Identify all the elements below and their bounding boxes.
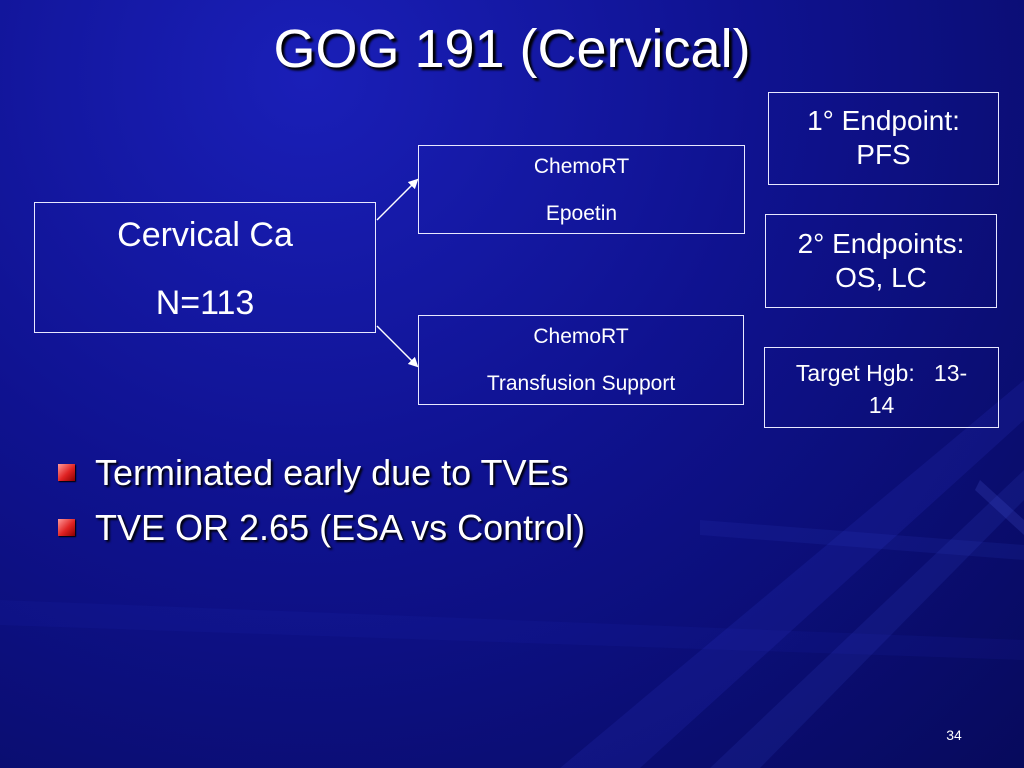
bullet-item: Terminated early due to TVEs <box>58 450 958 505</box>
page-number: 34 <box>946 727 962 743</box>
arm-epoetin-line2: Epoetin <box>545 202 618 225</box>
bullet-text: TVE OR 2.65 (ESA vs Control) <box>95 507 586 548</box>
arrow-to-transfusion <box>376 325 419 368</box>
target-hgb-box: Target Hgb: 13- 14 <box>764 347 999 428</box>
arrow-to-epoetin <box>376 178 419 221</box>
bullet-square-icon <box>58 464 75 481</box>
primary-endpoint-value: PFS <box>856 139 911 170</box>
arm-box-transfusion: ChemoRT Transfusion Support <box>418 315 744 405</box>
population-box: Cervical Ca N=113 <box>34 202 376 333</box>
target-hgb-line1: Target Hgb: 13- <box>795 360 968 386</box>
arm-transfusion-line2: Transfusion Support <box>486 372 676 395</box>
arm-epoetin-line1: ChemoRT <box>533 155 630 178</box>
population-size: N=113 <box>155 284 255 322</box>
arm-transfusion-line1: ChemoRT <box>533 325 629 348</box>
target-hgb-line2: 14 <box>868 392 895 418</box>
secondary-endpoints-value: OS, LC <box>835 262 927 293</box>
secondary-endpoints-label: 2° Endpoints: <box>797 228 965 259</box>
slide-title: GOG 191 (Cervical) <box>273 19 751 79</box>
bullet-list: Terminated early due to TVEs TVE OR 2.65… <box>58 450 958 560</box>
population-label: Cervical Ca <box>117 216 293 254</box>
arm-box-epoetin: ChemoRT Epoetin <box>418 145 745 234</box>
bullet-square-icon <box>58 519 75 536</box>
primary-endpoint-box: 1° Endpoint: PFS <box>768 92 999 185</box>
primary-endpoint-label: 1° Endpoint: <box>807 105 960 136</box>
bullet-item: TVE OR 2.65 (ESA vs Control) <box>58 505 958 560</box>
secondary-endpoints-box: 2° Endpoints: OS, LC <box>765 214 997 308</box>
bullet-text: Terminated early due to TVEs <box>95 452 569 493</box>
